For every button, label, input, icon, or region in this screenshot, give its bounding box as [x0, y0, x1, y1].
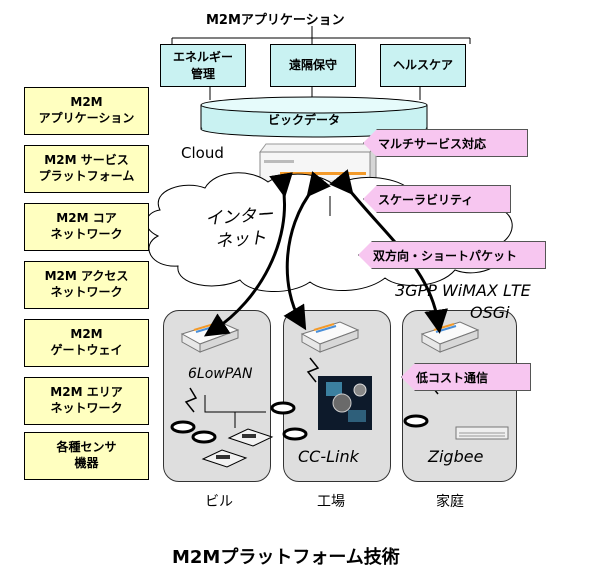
- bigdata-label: ビックデータ: [268, 113, 341, 127]
- tag-bidirectional: 双方向・ショートパケット: [358, 241, 546, 269]
- application-title: M2Mアプリケーション: [206, 13, 345, 28]
- app-box-energy: エネルギー 管理: [160, 44, 246, 87]
- app-box-remote-maintenance: 遠隔保守: [270, 44, 356, 87]
- site-name-factory: 工場: [317, 494, 345, 510]
- tag-scalability: スケーラビリティ: [363, 185, 511, 213]
- site-name-home: 家庭: [436, 494, 464, 510]
- access-tech-label: 3GPP WiMAX LTE: [395, 281, 531, 300]
- protocol-label-factory: CC-Link: [298, 447, 359, 466]
- protocol-label-building: 6LowPAN: [188, 366, 253, 382]
- app-box-healthcare: ヘルスケア: [380, 44, 466, 87]
- layer-m2m-application: M2M アプリケーション: [24, 87, 149, 135]
- tag-low-cost: 低コスト通信: [401, 363, 531, 391]
- footer-title: M2Mプラットフォーム技術: [172, 547, 400, 568]
- layer-access-network: M2M アクセス ネットワーク: [24, 261, 149, 309]
- protocol-label-home: Zigbee: [428, 447, 484, 466]
- tag-multi-service: マルチサービス対応: [363, 129, 528, 157]
- access-tech-label-2: OSGi: [470, 303, 510, 322]
- cloud-label: Cloud: [181, 144, 224, 162]
- site-name-building: ビル: [205, 494, 233, 510]
- layer-area-network: M2M エリア ネットワーク: [24, 377, 149, 425]
- layer-core-network: M2M コア ネットワーク: [24, 203, 149, 251]
- layer-service-platform: M2M サービス プラットフォーム: [24, 145, 149, 193]
- bigdata-cylinder: [200, 96, 428, 138]
- layer-sensors: 各種センサ 機器: [24, 432, 149, 480]
- layer-gateway: M2M ゲートウェイ: [24, 319, 149, 367]
